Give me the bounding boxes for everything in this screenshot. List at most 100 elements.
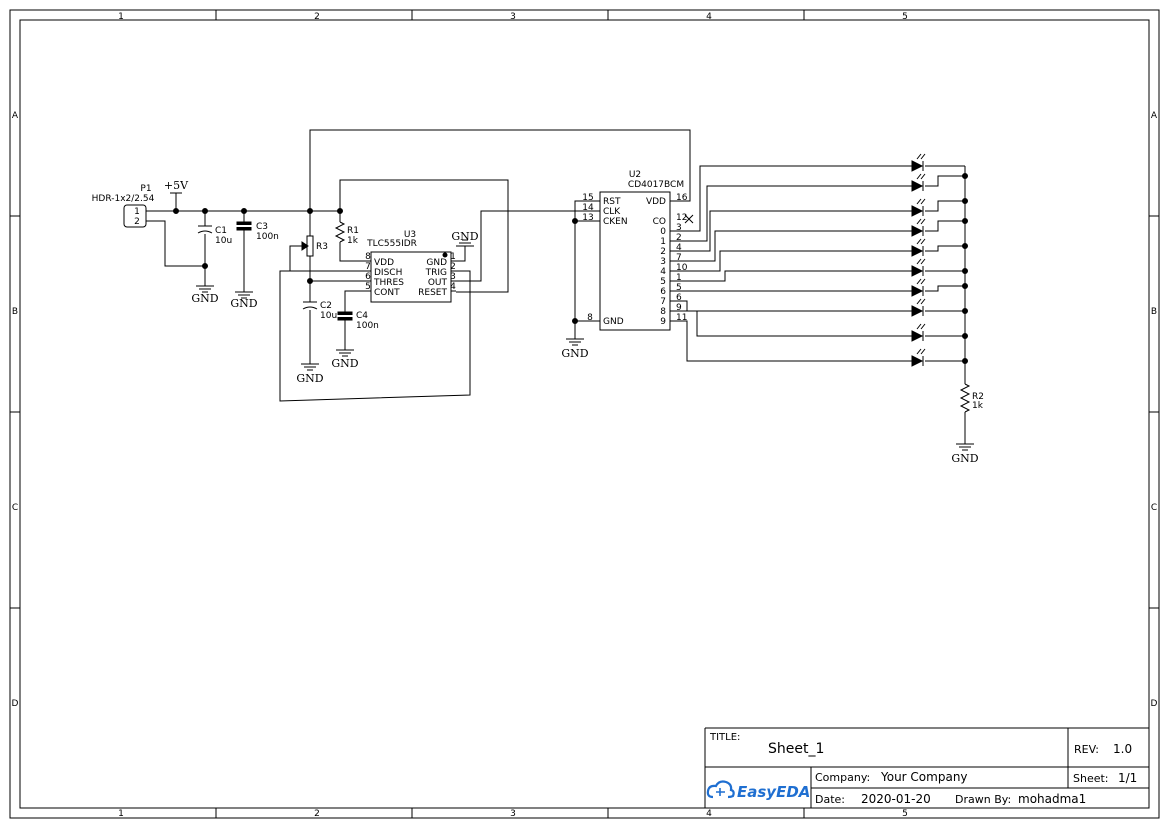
pin-number: 13 — [582, 213, 593, 223]
pin-name: 5 — [660, 277, 666, 287]
column-labels-top: 1 2 3 4 5 — [118, 12, 908, 22]
gnd-label: GND — [296, 372, 323, 385]
pin-name: 4 — [660, 267, 666, 277]
row-label: D — [12, 699, 19, 709]
date-label: Date: — [815, 793, 845, 806]
gnd-symbols — [196, 239, 974, 451]
pin-number: 2 — [676, 233, 682, 243]
capacitor-c1: C1 10u — [197, 225, 232, 246]
u2-value: CD4017BCM — [628, 180, 684, 190]
pin-name: VDD — [646, 197, 666, 207]
r2-value: 1k — [972, 401, 984, 411]
pin-name: VDD — [374, 258, 394, 268]
gnd-label: GND — [191, 292, 218, 305]
pin-number: 15 — [582, 193, 593, 203]
col-label: 4 — [706, 809, 712, 819]
pin-name: RST — [603, 197, 621, 207]
sheet-value: 1/1 — [1118, 771, 1137, 785]
col-label: 4 — [706, 12, 712, 22]
led — [911, 153, 926, 172]
brand-name: EasyEDA — [737, 783, 810, 801]
sheet-title: Sheet_1 — [768, 741, 824, 757]
pin-name: 6 — [660, 287, 666, 297]
u3-value: TLC555IDR — [366, 239, 417, 249]
led — [911, 298, 926, 317]
col-label: 1 — [118, 809, 124, 819]
cloud-icon — [706, 780, 735, 799]
led — [911, 348, 926, 367]
pin-name: OUT — [428, 278, 448, 288]
no-connect-mark — [684, 214, 694, 224]
pin-number: 2 — [450, 262, 456, 272]
pin-name: 1 — [660, 237, 666, 247]
col-label: 3 — [510, 809, 516, 819]
u2-right-pins: 16 12 3 2 4 7 10 1 5 6 9 11 VDD CO 0 1 2… — [646, 193, 688, 327]
wires — [146, 129, 966, 444]
drawn-by-label: Drawn By: — [955, 793, 1011, 806]
p1-pin-1: 1 — [134, 207, 140, 217]
r2-ref: R2 — [972, 392, 984, 402]
row-label: A — [1151, 111, 1158, 121]
led — [911, 238, 926, 257]
led — [911, 323, 926, 342]
c3-ref: C3 — [256, 222, 268, 232]
pin-number: 7 — [676, 253, 682, 263]
title-label: TITLE: — [709, 732, 740, 743]
pin-number: 7 — [365, 262, 371, 272]
pin-name: 3 — [660, 257, 666, 267]
pin-name: DISCH — [374, 268, 402, 278]
sheet-label: Sheet: — [1073, 772, 1109, 785]
pin-number: 4 — [676, 243, 682, 253]
title-block: TITLE: Sheet_1 REV: 1.0 Company: Your Co… — [704, 727, 1149, 808]
resistor-r1: R1 1k — [334, 221, 359, 246]
c4-ref: C4 — [356, 311, 368, 321]
row-label: D — [1151, 699, 1158, 709]
p1-ref: P1 — [140, 184, 151, 194]
junctions — [173, 173, 968, 364]
pin-name: CKEN — [603, 217, 628, 227]
company-value: Your Company — [880, 770, 968, 784]
led — [911, 278, 926, 297]
pin-name: 7 — [660, 297, 666, 307]
led — [911, 218, 926, 237]
easyeda-logo: EasyEDA — [706, 780, 810, 801]
gnd-label: GND — [331, 357, 358, 370]
pin-number: 6 — [365, 272, 371, 282]
pin-number: 3 — [676, 223, 682, 233]
pin-number: 9 — [676, 303, 682, 313]
power-5v: +5V — [164, 179, 189, 194]
pin-number: 14 — [582, 203, 594, 213]
pin-name: CLK — [603, 207, 621, 217]
col-label: 2 — [314, 809, 320, 819]
c1-ref: C1 — [215, 226, 227, 236]
c1-value: 10u — [215, 236, 232, 246]
ic-u2-counter: U2 CD4017BCM 15 14 13 8 RST CLK CKEN GND… — [582, 170, 694, 331]
row-label: B — [1151, 307, 1157, 317]
power-5v-label: +5V — [164, 179, 189, 192]
pin-name: TRIG — [425, 268, 447, 278]
col-label: 1 — [118, 12, 124, 22]
pin-number: 3 — [450, 272, 456, 282]
pin-number: 6 — [676, 293, 682, 303]
r3-ref: R3 — [316, 242, 328, 252]
c3-value: 100n — [256, 232, 279, 242]
p1-value: HDR-1x2/2.54 — [92, 194, 155, 204]
gnd-label: GND — [561, 347, 588, 360]
pin-name: 2 — [660, 247, 666, 257]
resistor-r2: R2 1k — [959, 383, 984, 413]
u3-right-pins: 1 2 3 4 GND TRIG OUT RESET — [418, 252, 456, 298]
pin-name: THRES — [373, 278, 404, 288]
column-labels-bottom: 1 2 3 4 5 — [118, 809, 908, 819]
pin-number: 16 — [676, 193, 688, 203]
gnd-label: GND — [951, 452, 978, 465]
pin-name: 9 — [660, 317, 666, 327]
col-label: 3 — [510, 12, 516, 22]
rev-label: REV: — [1074, 743, 1099, 756]
col-label: 5 — [902, 809, 908, 819]
pin-name: CO — [653, 217, 666, 227]
row-label: A — [12, 111, 19, 121]
header-p1: P1 HDR-1x2/2.54 1 2 — [92, 184, 155, 228]
gnd-labels: GND GND GND GND GND GND GND — [191, 230, 978, 465]
gnd-label: GND — [230, 297, 257, 310]
